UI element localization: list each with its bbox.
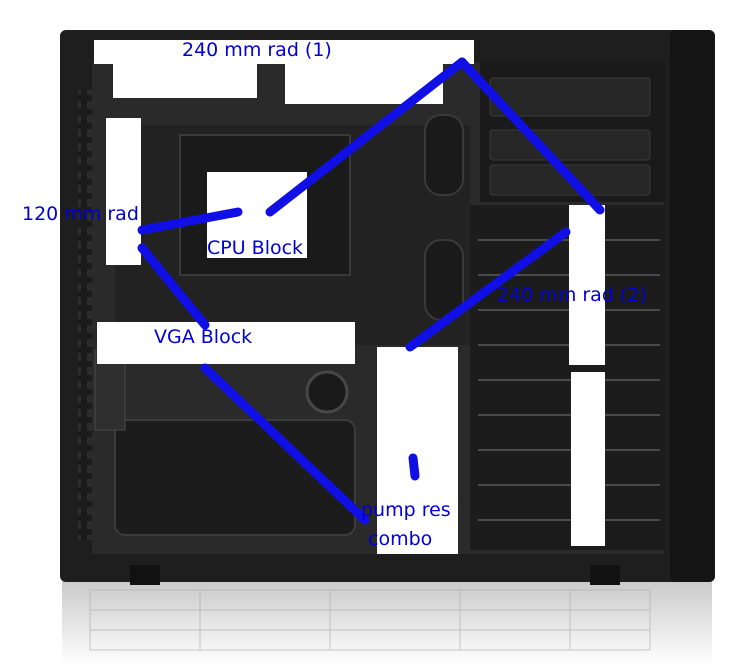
label-cpu-block: CPU Block — [207, 237, 304, 259]
pad-pump-res — [377, 347, 458, 554]
hdd-cage — [470, 205, 665, 550]
pad-vga-block — [97, 322, 355, 364]
label-pads — [94, 40, 605, 554]
label-vga-block: VGA Block — [154, 326, 253, 348]
pad-rad-120 — [106, 118, 141, 265]
label-pump-res-line2: combo — [368, 528, 433, 550]
label-120mm-rad: 120 mm rad — [22, 203, 139, 225]
label-240mm-rad-front: 240 mm rad (2) — [497, 284, 647, 306]
foot-right — [590, 565, 620, 585]
tube-rad240-top-to-front — [457, 57, 605, 215]
pad-rad-front-upper — [569, 205, 605, 365]
foot-left — [130, 565, 160, 585]
tubing-loop — [137, 57, 605, 525]
optical-bay-1 — [489, 77, 651, 117]
label-pump-res-line1: pump res — [361, 499, 451, 521]
tube-pump-stub — [408, 453, 420, 481]
case-reflection — [62, 578, 712, 665]
case-front-bezel — [670, 30, 715, 582]
cable-cutout-upper — [424, 114, 464, 196]
rear-vent — [78, 90, 92, 540]
pad-rad-front-lower — [571, 372, 605, 546]
tube-vga-to-pump — [200, 363, 370, 525]
tube-rad120-to-cpu — [137, 207, 243, 235]
tube-cpu-to-rad240-top — [265, 57, 467, 217]
pad-rad-top-left — [113, 62, 257, 98]
optical-bay-2 — [489, 129, 651, 161]
grommet — [305, 370, 349, 414]
label-240mm-rad-top: 240 mm rad (1) — [182, 39, 332, 61]
pad-rad-top-bar — [94, 40, 474, 64]
tube-rad120-to-vga — [137, 243, 210, 330]
tube-front-rad-to-pump — [405, 227, 571, 352]
